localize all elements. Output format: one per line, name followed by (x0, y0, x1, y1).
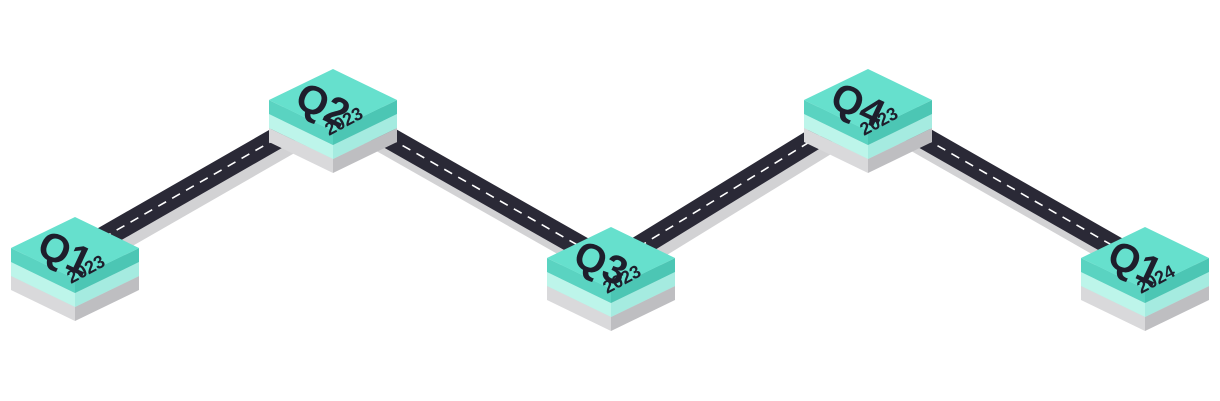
tile-top-slab (269, 69, 397, 145)
tile-shadow-slab-left-face (547, 286, 611, 331)
tile-top-slab-right-face (868, 100, 932, 145)
tile-middle-slab-right-face (75, 262, 139, 307)
tile-shadow-slab-left-face (269, 128, 333, 173)
tile-middle-slab-left-face (269, 114, 333, 159)
tile-top-slab-top-face (11, 217, 139, 279)
road-center-dash (610, 105, 869, 265)
tile-top-slab (804, 69, 932, 145)
tile-top-slab-top-face (804, 69, 932, 131)
tile-top-slab-top-face (547, 227, 675, 289)
tile-top-slab-left-face (11, 248, 75, 293)
tile-shadow-slab-right-face (75, 276, 139, 321)
tile-top-slab-right-face (75, 248, 139, 293)
tile-middle-slab-right-face (1145, 272, 1209, 317)
tile-top-slab (1081, 227, 1209, 303)
tile-shadow-slab-right-face (1145, 286, 1209, 331)
tile-top-slab (547, 227, 675, 303)
tile-shadow-slab-right-face (868, 128, 932, 173)
tile-top-slab-left-face (269, 100, 333, 145)
tile-top-slab-left-face (1081, 258, 1145, 303)
tile-middle-slab-left-face (11, 262, 75, 307)
tile-top-slab-right-face (333, 100, 397, 145)
tile-shadow-slab-left-face (11, 276, 75, 321)
tile-middle-slab-left-face (1081, 272, 1145, 317)
tile-top-slab (11, 217, 139, 293)
tile-top-slab-top-face (269, 69, 397, 131)
tile-middle-slab-left-face (804, 114, 868, 159)
tile-top-slab-left-face (547, 258, 611, 303)
tile-shadow-slab-left-face (804, 128, 868, 173)
tile-middle-slab-right-face (611, 272, 675, 317)
tile-middle-slab-right-face (868, 114, 932, 159)
tile-middle-slab-left-face (547, 272, 611, 317)
tile-shadow-slab-right-face (333, 128, 397, 173)
tile-top-slab-left-face (804, 100, 868, 145)
tile-shadow-slab-left-face (1081, 286, 1145, 331)
tile-top-slab-right-face (611, 258, 675, 303)
tile-middle-slab-right-face (333, 114, 397, 159)
tile-top-slab-right-face (1145, 258, 1209, 303)
tile-shadow-slab-right-face (611, 286, 675, 331)
tile-top-slab-top-face (1081, 227, 1209, 289)
